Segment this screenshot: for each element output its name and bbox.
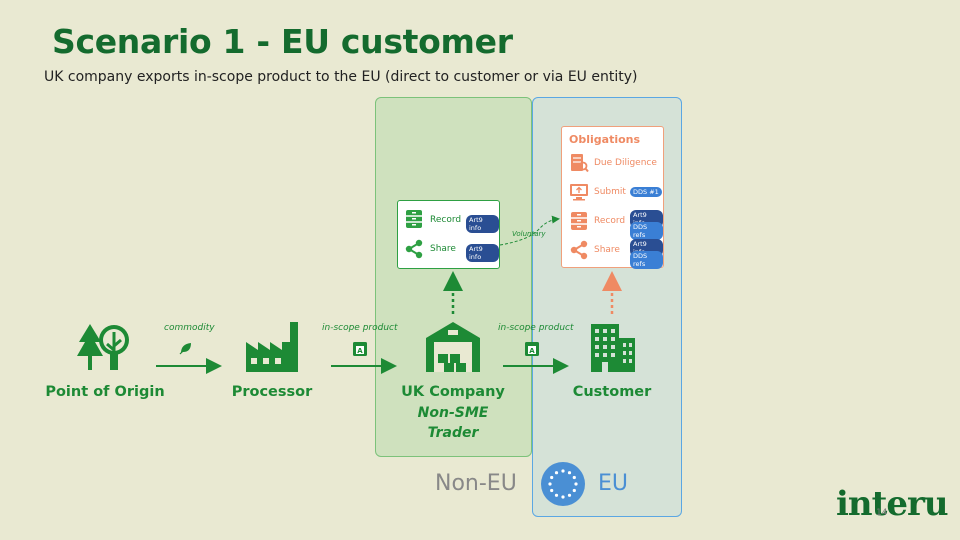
- commodity-label: commodity: [164, 323, 215, 333]
- page-number: 14: [876, 508, 888, 518]
- share-dds-pill: DDS refs: [630, 251, 663, 269]
- slide-title: Scenario 1 - EU customer: [52, 22, 513, 61]
- product-box-icon: A: [525, 342, 539, 356]
- record-icon: [571, 212, 587, 230]
- obligation-share-label: Share: [594, 245, 620, 255]
- product-box-icon: A: [353, 342, 367, 356]
- record-pill: Art9 info: [466, 215, 499, 233]
- record-icon: [406, 210, 422, 228]
- svg-text:A: A: [529, 347, 535, 355]
- record-label: Record: [430, 215, 462, 225]
- node-origin-label: Point of Origin: [45, 384, 165, 400]
- node-uk-company-label: UK Company: [401, 384, 505, 400]
- in-scope-label-1: in-scope product: [322, 323, 398, 333]
- due-diligence-icon: [571, 154, 589, 173]
- share-icon: [405, 239, 423, 259]
- svg-text:A: A: [357, 347, 363, 355]
- obligations-card: Obligations Due Diligence Submit DDS #1 …: [561, 126, 664, 269]
- trees-icon: [77, 324, 129, 370]
- factory-icon: [246, 322, 298, 372]
- submit-icon: [570, 184, 588, 201]
- record-dds-pill: DDS refs: [630, 222, 663, 240]
- non-eu-label: Non-EU: [435, 471, 517, 496]
- node-customer-label: Customer: [572, 384, 652, 400]
- building-icon: [591, 324, 635, 372]
- eu-flag-icon: [541, 462, 585, 506]
- warehouse-icon: [426, 322, 480, 372]
- trader-line-1: Non-SME: [417, 405, 489, 421]
- obligations-heading: Obligations: [569, 133, 641, 146]
- interu-logo: interu: [836, 484, 949, 524]
- slide-subtitle: UK company exports in-scope product to t…: [44, 69, 638, 85]
- uk-record-card: Record Art9 info Share Art9 info: [397, 200, 500, 269]
- obligation-record-label: Record: [594, 216, 626, 226]
- share-icon: [570, 240, 588, 260]
- submit-pill: DDS #1: [630, 187, 662, 197]
- due-diligence-label: Due Diligence: [594, 158, 657, 168]
- node-processor-label: Processor: [231, 384, 313, 400]
- voluntary-label: Voluntary: [512, 230, 546, 238]
- share-pill: Art9 info: [466, 244, 499, 262]
- trader-line-2: Trader: [427, 425, 479, 441]
- submit-label: Submit: [594, 187, 626, 197]
- share-label: Share: [430, 244, 456, 254]
- in-scope-label-2: in-scope product: [498, 323, 574, 333]
- arrow-voluntary: [499, 215, 560, 246]
- eu-label: EU: [598, 471, 629, 496]
- leaf-icon: [179, 343, 191, 355]
